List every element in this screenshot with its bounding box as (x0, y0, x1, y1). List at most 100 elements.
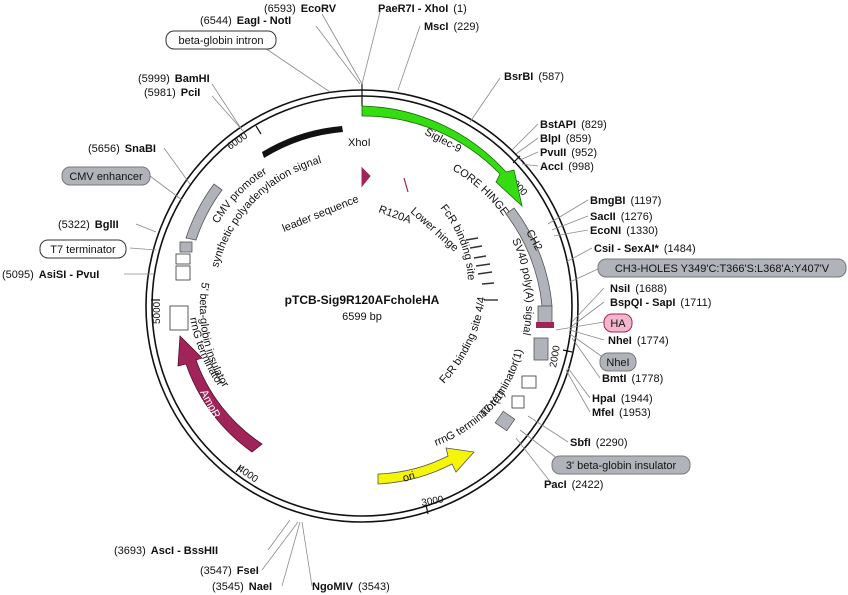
tick-4000 (235, 464, 242, 473)
tick-1000 (512, 155, 521, 164)
site-pvuii[interactable]: PvuII(952) (540, 147, 597, 159)
site-mfei[interactable]: MfeI(1953) (592, 407, 651, 419)
site-sbfi[interactable]: SbfI(2290) (570, 437, 628, 449)
leader-sequence-label: leader sequence (281, 193, 361, 235)
ampr-feature[interactable] (177, 335, 263, 453)
site-bsrbi[interactable]: BsrBI(587) (504, 71, 564, 83)
rrng-terminator-1-box[interactable] (511, 395, 525, 409)
three-prime-insulator-label: 3' beta-globin insulator (566, 460, 677, 472)
gray-left-bar[interactable] (179, 241, 193, 253)
site-pcii[interactable]: (5981)PciI (144, 87, 200, 99)
leader-lines (124, 11, 605, 587)
t7-left-box-1[interactable] (175, 253, 191, 265)
t7-terminator-1-box[interactable] (521, 375, 537, 389)
t7-terminator-label: T7 terminator (50, 244, 116, 256)
nhei-box[interactable] (599, 352, 637, 372)
small-gray-bar-1[interactable] (533, 337, 549, 361)
site-naei[interactable]: (3545)NaeI (212, 581, 272, 593)
site-nhei[interactable]: NheI(1774) (608, 335, 669, 347)
site-paer7i-xhoi[interactable]: PaeR7I - XhoI(1) (378, 3, 467, 15)
site-hpai[interactable]: HpaI(1944) (592, 393, 653, 405)
r120a-label: R120A (377, 204, 413, 227)
tick-label-2000: 2000 (548, 344, 563, 368)
tick-label-3000: 3000 (421, 494, 445, 509)
tick-label-5000: 5000 (152, 301, 163, 324)
leader-line (135, 223, 157, 233)
site-bspqi-sapi[interactable]: BspQI - SapI(1711) (610, 297, 711, 309)
leader-line (281, 521, 301, 587)
boxed-labels: beta-globin intron CMV enhancer T7 termi… (39, 30, 847, 475)
xhoi-inner-label: XhoI (348, 137, 371, 149)
site-econi[interactable]: EcoNI(1330) (590, 225, 658, 237)
tick-label-6000: 6000 (225, 130, 250, 152)
rrng-terminator-1-label: rrnG terminator(1) (433, 388, 508, 449)
site-ecorv[interactable]: (6593)EcoRV (264, 3, 337, 15)
ha-box[interactable] (603, 313, 633, 333)
site-bamhi[interactable]: (5999)BamHI (138, 73, 210, 85)
leader-line (469, 77, 501, 123)
ch3-holes-box[interactable] (597, 258, 847, 278)
leader-line (515, 437, 553, 485)
site-snabi[interactable]: (5656)SnaBI (88, 143, 156, 155)
siglec9-feature[interactable] (361, 105, 523, 208)
r120a-mark (403, 177, 409, 193)
site-asci-bsshii[interactable]: (3693)AscI - BssHII (114, 545, 218, 557)
ori-feature[interactable] (377, 447, 475, 485)
leader-line (211, 83, 243, 131)
small-gray-bar-2[interactable] (494, 410, 516, 432)
leader-line (163, 147, 191, 185)
site-bmti[interactable]: BmtI(1778) (602, 373, 663, 385)
leader-line (569, 267, 601, 283)
leader-line (149, 175, 183, 201)
cmv-enhancer-box[interactable] (61, 166, 151, 186)
polyA-black-bar[interactable] (262, 126, 343, 158)
ori-label: ori (401, 470, 416, 485)
leader-line (301, 521, 313, 587)
site-paci[interactable]: PacI(2422) (544, 479, 603, 491)
t7-terminator-box[interactable] (39, 239, 127, 259)
leader-arrow[interactable] (361, 166, 371, 188)
site-sacii[interactable]: SacII(1276) (590, 211, 652, 223)
leader-line (261, 45, 331, 93)
fcr-bar (469, 245, 483, 249)
t7-left-box-2[interactable] (175, 265, 191, 281)
leader-line (571, 287, 605, 323)
site-ngomiv[interactable]: NgoMIV(3543) (312, 581, 390, 593)
insulator-5prime-box[interactable] (169, 305, 189, 331)
leader-line (565, 247, 593, 263)
site-bmgbi[interactable]: BmgBI(1197) (590, 195, 661, 207)
site-acci[interactable]: AccI(998) (540, 161, 594, 173)
site-fsei[interactable]: (3547)FseI (200, 565, 259, 577)
site-nsii[interactable]: NsiI(1688) (610, 283, 667, 295)
site-bglii[interactable]: (5322)BglII (58, 219, 119, 231)
leader-line (527, 415, 569, 443)
leader-line (569, 333, 605, 359)
site-csii-sexai[interactable]: CsiI - SexAI*(1484) (594, 243, 696, 255)
fcr-bar (465, 237, 479, 241)
leader-line (551, 215, 589, 231)
site-blpi[interactable]: BlpI(859) (540, 133, 591, 145)
tick-2000 (562, 349, 573, 353)
site-asisi-pvui[interactable]: (5095)AsiSI - PvuI (2, 269, 99, 281)
leader-line (571, 301, 605, 327)
site-bstapi[interactable]: BstAPI(829) (540, 119, 607, 131)
leader-line (555, 321, 605, 331)
tick-3000 (425, 504, 429, 515)
beta-globin-intron-box[interactable] (165, 30, 277, 50)
leader-line (547, 199, 589, 225)
leader-line (515, 137, 539, 155)
site-msci[interactable]: MscI(229) (424, 21, 479, 33)
rrng-1-text: rrnG terminator(1) (433, 388, 508, 449)
beta-globin-intron-label: beta-globin intron (178, 35, 263, 47)
three-prime-insulator-box[interactable] (551, 455, 691, 475)
site-eagi-noti[interactable]: (6544)EagI - NotI (200, 15, 291, 27)
ha-label: HA (610, 318, 626, 330)
cmv-enhancer-feature[interactable] (185, 183, 223, 241)
leader-line (261, 521, 299, 571)
leader-line (519, 429, 563, 463)
leader-line (569, 329, 605, 341)
ha-feature-bar[interactable] (536, 322, 554, 328)
fcr-binding-bars (465, 237, 498, 301)
leader-line (267, 519, 291, 551)
nhei-box-label: NheI (606, 357, 629, 369)
